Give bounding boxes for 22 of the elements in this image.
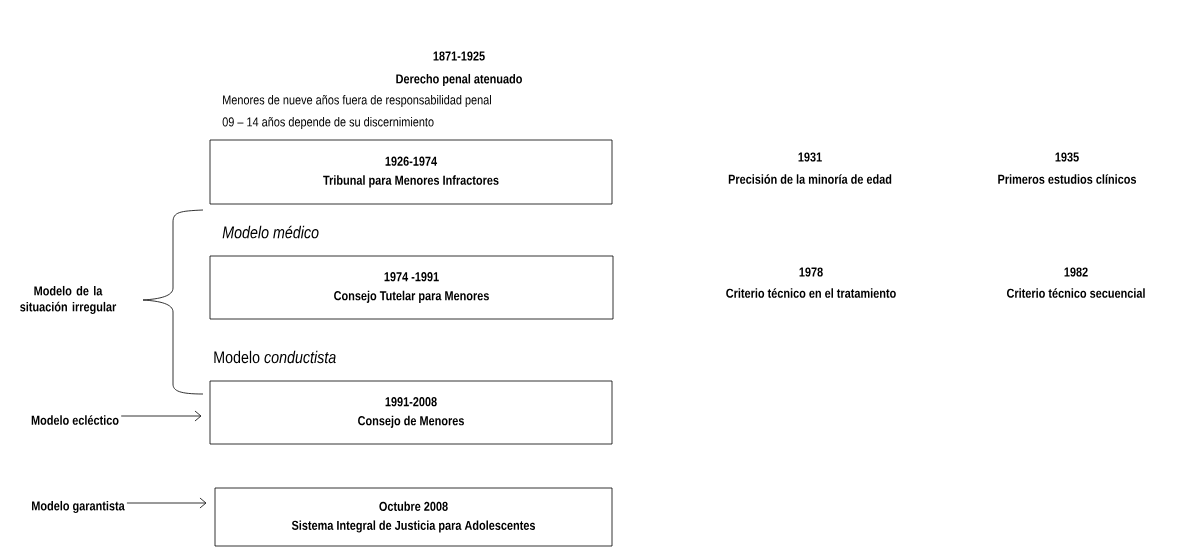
arrow (126, 497, 207, 509)
year-label: 1871-1925 (433, 51, 485, 61)
model-heading: Modelo médico (222, 225, 319, 239)
event-text: Precisión de la minoría de edad (728, 174, 892, 184)
model-label: Modelo garantista (32, 500, 125, 514)
model-heading: Modelo conductista (214, 350, 336, 364)
year-label: 1982 (1064, 267, 1088, 277)
period-box: 1926-1974 Tribunal para Menores Infractores (209, 139, 613, 205)
arrow (120, 410, 202, 422)
period-box: Octubre 2008 Sistema Integral de Justicia para Adolescentes (214, 487, 613, 547)
year-label: 1931 (798, 152, 822, 162)
event-text: Criterio técnico secuencial (1006, 288, 1145, 298)
year-label: 1935 (1055, 152, 1079, 162)
period-title: Derecho penal atenuado (396, 73, 522, 87)
description-text: Menores de nueve años fuera de responsabilidad penal (223, 94, 491, 108)
model-label: Modelo ecléctico (31, 415, 119, 425)
period-box: 1974 -1991 Consejo Tutelar para Menores (209, 255, 614, 320)
year-label: 1978 (799, 267, 823, 277)
model-label: Modelo de la situación irregular (20, 285, 117, 315)
event-text: Criterio técnico en el tratamiento (726, 288, 896, 298)
event-text: Primeros estudios clínicos (998, 174, 1137, 184)
period-box: 1991-2008 Consejo de Menores (209, 380, 613, 445)
